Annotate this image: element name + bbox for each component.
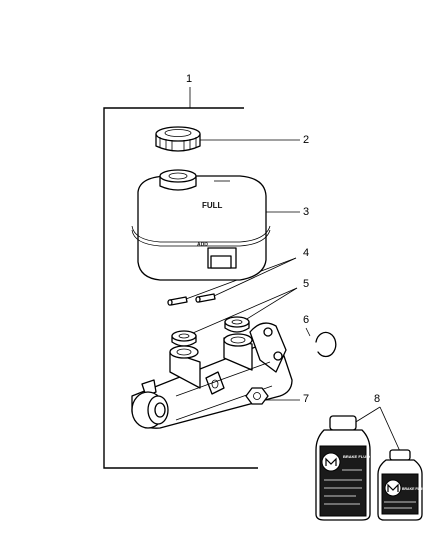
callout-2: 2 [303,134,309,146]
fitting-nut [245,387,269,405]
small-brake-fluid-bottle: BRAKE FLUID [377,449,426,521]
large-bottle-label: BRAKE FLUID [343,454,370,459]
callout-7: 7 [303,393,309,405]
retaining-clip [315,331,337,358]
reservoir-cap [155,126,201,152]
fluid-reservoir: FULL ADD [131,169,271,281]
large-brake-fluid-bottle: BRAKE FLUID [315,415,371,521]
callout-5: 5 [303,278,309,290]
callout-3: 3 [303,206,309,218]
pin-left [167,296,188,306]
callout-8: 8 [374,393,380,405]
retaining-pins [167,293,216,306]
reservoir-add-mark: ADD [197,242,208,248]
callout-4: 4 [303,247,309,259]
callout-6: 6 [303,314,309,326]
master-cylinder [131,322,293,429]
grommet-right [224,316,250,333]
grommet-left [171,330,197,347]
assembly-bracket [103,87,258,469]
grommets [171,316,250,347]
callout-1: 1 [186,73,192,85]
reservoir-full-mark: FULL [202,201,223,210]
small-bottle-label: BRAKE FLUID [402,487,426,491]
pin-right [195,293,216,303]
